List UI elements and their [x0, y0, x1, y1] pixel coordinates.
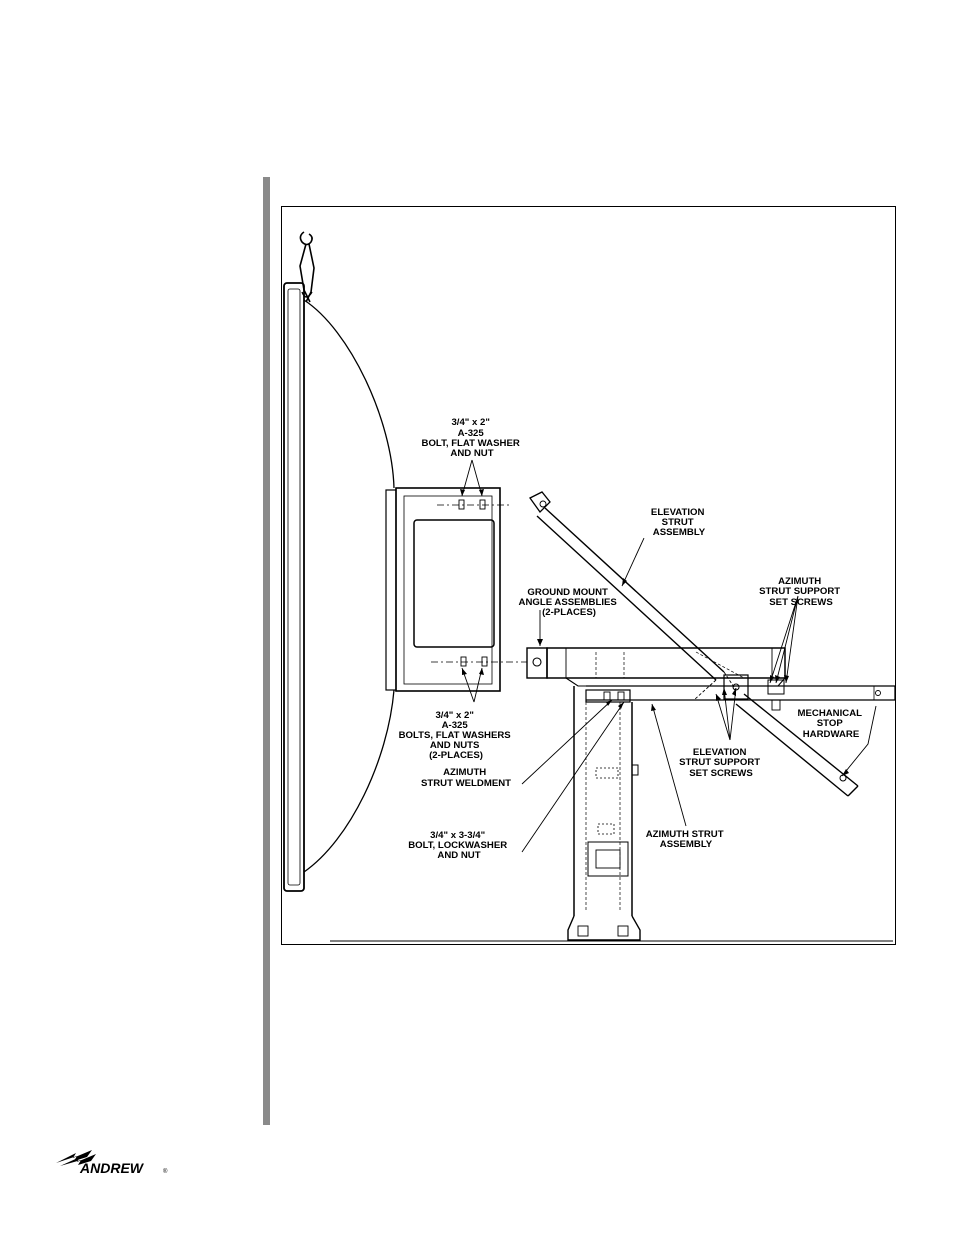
revision-change-bar	[263, 177, 270, 1125]
bolt-center-lines	[431, 504, 527, 663]
andrew-logo: ANDREW ®	[56, 1150, 168, 1176]
post-base-plate	[567, 915, 641, 941]
label-lock-bolt: 3/4" x 3-3/4" BOLT, LOCKWASHER AND NUT	[408, 830, 510, 861]
elevation-strut-assembly	[529, 491, 859, 797]
label-mechanical-stop: MECHANICAL STOP HARDWARE	[798, 708, 865, 740]
elevation-strut-clamp	[723, 674, 785, 711]
figure-frame	[281, 206, 896, 945]
reflector-rim	[283, 282, 305, 892]
logo-wordmark: ANDREW	[79, 1160, 145, 1176]
label-azimuth-strut-assembly: AZIMUTH STRUT ASSEMBLY	[646, 829, 726, 850]
leader-arrowheads	[460, 489, 849, 776]
label-azimuth-strut-weldment: AZIMUTH STRUT WELDMENT	[421, 767, 511, 789]
label-elevation-strut-assembly: ELEVATION STRUT ASSEMBLY	[651, 507, 707, 538]
label-azimuth-set-screws: AZIMUTH STRUT SUPPORT SET SCREWS	[759, 576, 843, 608]
ground-mount-angle-assembly	[526, 647, 548, 679]
label-top-bolt: 3/4" x 2" A-325 BOLT, FLAT WASHER AND NU…	[422, 417, 523, 459]
hoisting-hook	[299, 231, 315, 303]
support-post	[573, 686, 639, 916]
registered-mark: ®	[163, 1168, 168, 1175]
azimuth-strut-support-beam	[546, 647, 786, 687]
azimuth-strut-assembly	[586, 685, 896, 701]
label-bottom-bolts: 3/4" x 2" A-325 BOLTS, FLAT WASHERS AND …	[399, 710, 514, 761]
reflector-back-curve	[303, 299, 395, 873]
label-ground-mount-angle: GROUND MOUNT ANGLE ASSEMBLIES (2-PLACES)	[519, 587, 620, 618]
label-elevation-set-screws: ELEVATION STRUT SUPPORT SET SCREWS	[679, 747, 763, 779]
reflector-hub-plate	[385, 487, 501, 692]
